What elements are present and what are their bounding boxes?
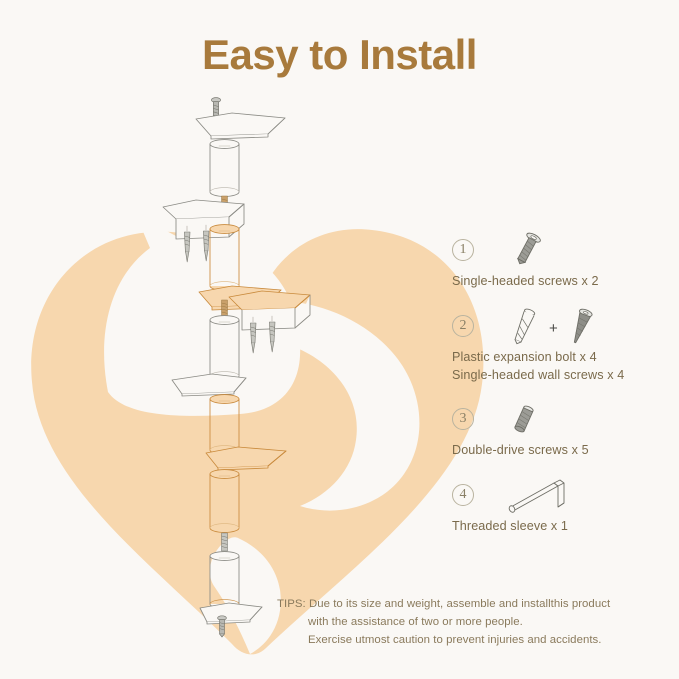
post-cylinder-6 (209, 551, 240, 609)
single-headed-screw-icon (504, 228, 550, 272)
post-cylinder-5 (209, 469, 240, 533)
tips-line-1: TIPS: Due to its size and weight, assemb… (277, 598, 611, 610)
legend-labels-4: Threaded sleeve x 1 (452, 518, 569, 533)
legend-labels-3: Double-drive screws x 5 (452, 443, 589, 458)
page-title: Easy to Install (202, 31, 477, 78)
platform-1 (195, 112, 286, 140)
parts-legend: 1 (452, 228, 662, 541)
expansion-anchor-pair-1 (184, 230, 210, 263)
legend-item-1: 1 (452, 228, 662, 290)
double-drive-screw-icon (504, 397, 544, 441)
threaded-sleeve-hex-key-icon (504, 473, 576, 517)
connector-bolt-5 (221, 532, 228, 552)
post-cylinder-3 (209, 315, 240, 381)
base-plate (199, 602, 263, 625)
tips-block: TIPS: Due to its size and weight, assemb… (277, 596, 657, 649)
legend-item-3: 3 D (452, 397, 662, 459)
bottom-screw-part (217, 615, 227, 638)
legend-number-4: 4 (452, 483, 474, 506)
legend-item-4: 4 Threa (452, 473, 662, 535)
post-cylinder-4 (209, 394, 240, 455)
tips-line-3: Exercise utmost caution to prevent injur… (308, 633, 602, 646)
legend-number-1: 1 (452, 239, 474, 261)
legend-icon-group-2: + (504, 304, 599, 348)
plus-separator: + (549, 319, 558, 337)
legend-number-3: 3 (452, 408, 474, 431)
tips-line-2: with the assistance of two or more peopl… (308, 615, 523, 628)
plastic-expansion-bolt-icon (514, 309, 536, 345)
connector-bolt-2 (221, 299, 228, 317)
legend-labels-2: Plastic expansion bolt x 4 Single-headed… (452, 350, 625, 382)
platform-4 (205, 446, 287, 471)
single-headed-wall-screw-icon (573, 309, 593, 344)
expansion-anchor-pair-2 (250, 321, 276, 354)
post-cylinder-1 (209, 139, 240, 197)
legend-labels-1: Single-headed screws x 2 (452, 274, 599, 288)
legend-item-2: 2 + (452, 304, 662, 384)
platform-3 (171, 373, 247, 397)
legend-number-2: 2 (452, 315, 474, 338)
